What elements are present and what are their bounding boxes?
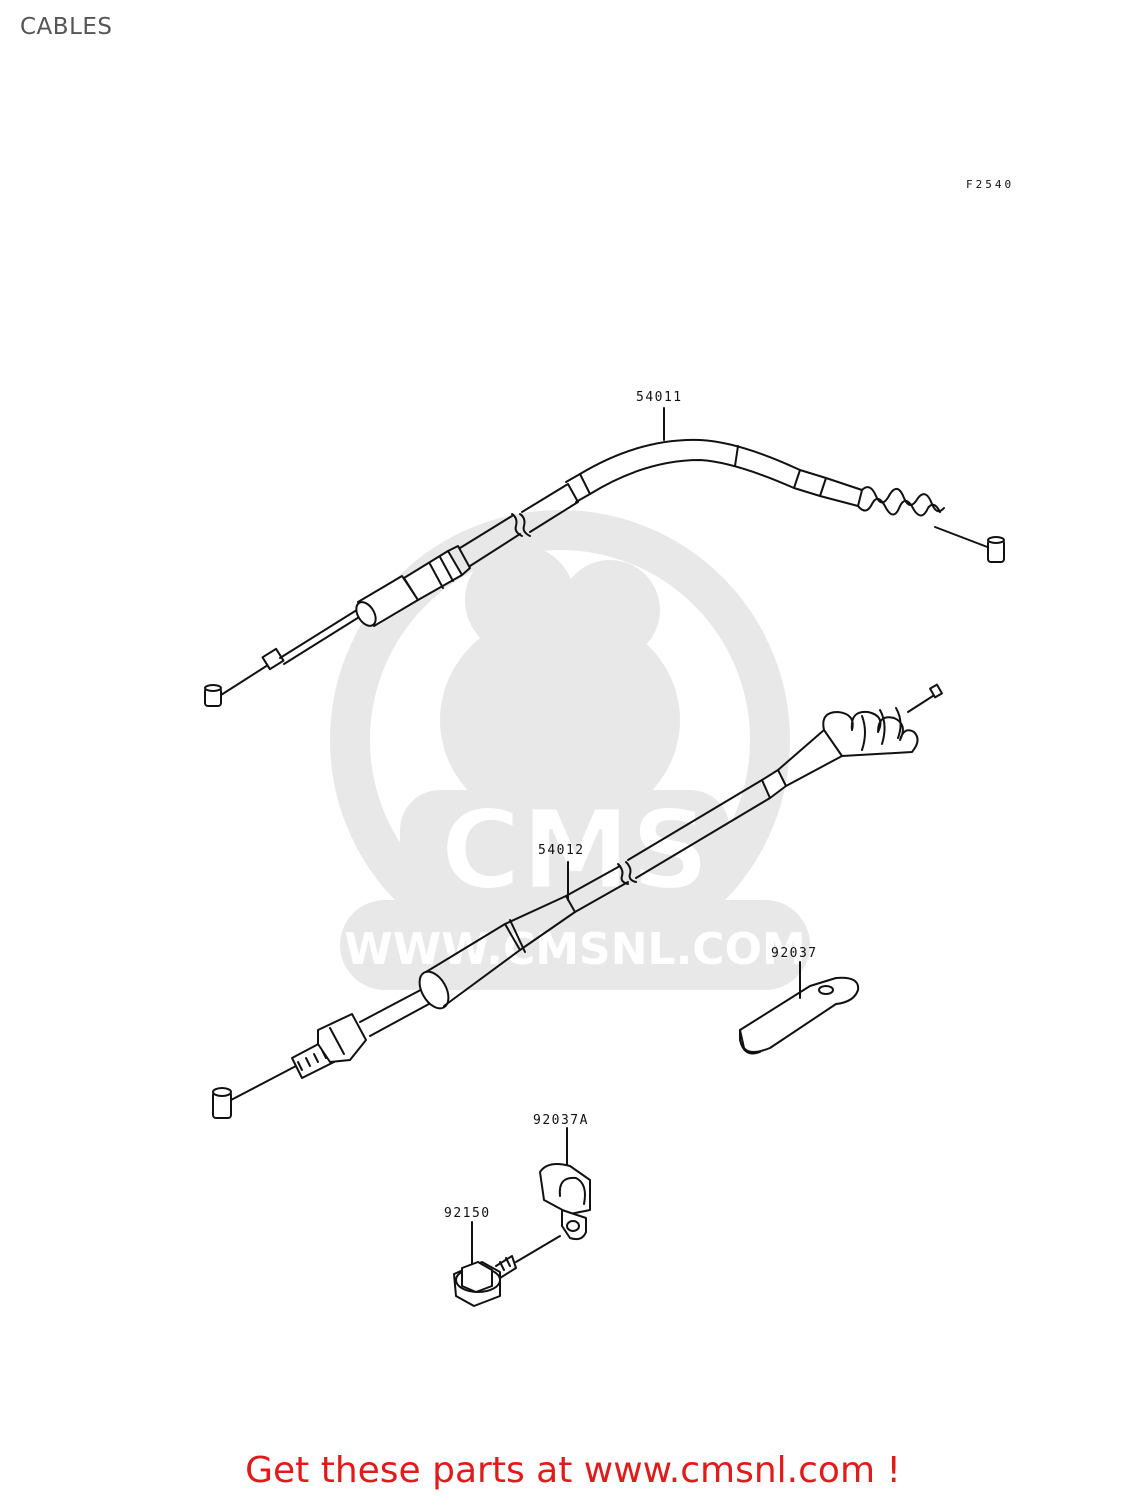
band-92037 [739, 976, 860, 1055]
cable-54012 [212, 683, 943, 1119]
part-label-92037: 92037 [771, 946, 818, 961]
bolt-92150 [453, 1235, 561, 1307]
clamp-92037A [539, 1163, 591, 1241]
cable-54011 [204, 438, 1005, 707]
footer-link[interactable]: Get these parts at www.cmsnl.com ! [245, 1450, 901, 1491]
page-title: CABLES [20, 14, 113, 40]
part-label-54011: 54011 [636, 390, 683, 405]
part-label-92150: 92150 [444, 1206, 491, 1221]
watermark-url: WWW.CMSNL.COM [344, 924, 806, 975]
part-label-54012: 54012 [538, 843, 585, 858]
watermark-logo [330, 510, 810, 990]
part-label-92037A: 92037A [533, 1113, 589, 1128]
watermark-brand: CMS [440, 786, 709, 914]
figure-code: F2540 [966, 178, 1015, 191]
